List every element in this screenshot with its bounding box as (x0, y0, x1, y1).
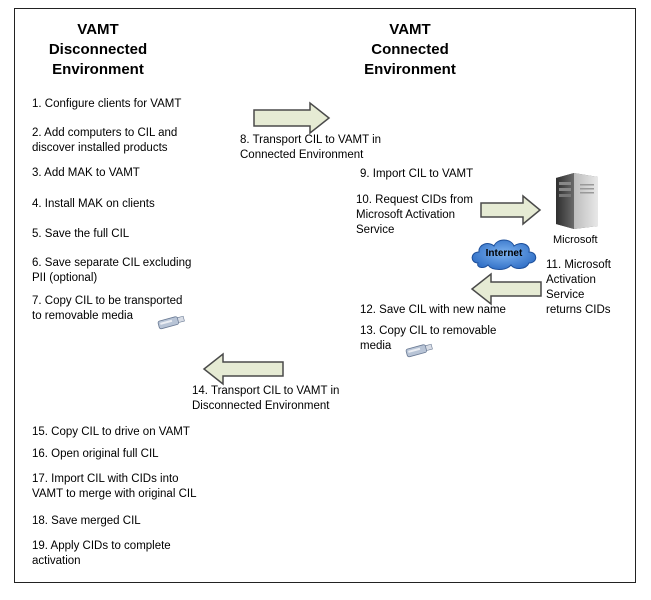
internet-label: Internet (485, 248, 523, 259)
internet-cloud-icon (471, 239, 537, 270)
step-5: 5. Save the full CIL (32, 228, 130, 240)
arrow-right-step-10 (480, 194, 542, 226)
step-4: 4. Install MAK on clients (32, 198, 155, 210)
step-15: 15. Copy CIL to drive on VAMT (32, 426, 190, 438)
connected-environment-title: VAMT Connected Environment (364, 21, 456, 78)
server-label: Microsoft (553, 234, 598, 246)
server-icon (556, 173, 598, 229)
step-16: 16. Open original full CIL (32, 448, 159, 460)
usb-drive-icon-2 (405, 343, 433, 358)
arrow-left-step-12 (470, 272, 542, 306)
arrow-right-step-8 (253, 101, 331, 135)
step-3: 3. Add MAK to VAMT (32, 167, 140, 179)
step-1: 1. Configure clients for VAMT (32, 98, 182, 110)
disconnected-environment-title: VAMT Disconnected Environment (48, 21, 148, 78)
arrow-left-step-14 (202, 352, 284, 386)
step-18: 18. Save merged CIL (32, 515, 141, 527)
step-12: 12. Save CIL with new name (360, 304, 506, 316)
usb-drive-icon (157, 315, 185, 330)
step-9: 9. Import CIL to VAMT (360, 168, 474, 180)
